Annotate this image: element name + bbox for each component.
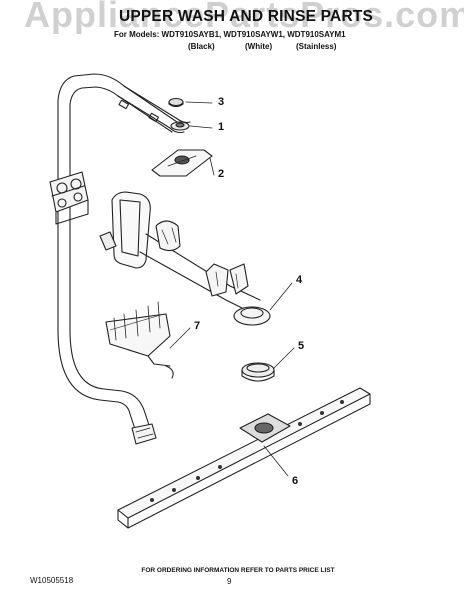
part-7-clip bbox=[105, 301, 174, 379]
tube-clamp bbox=[49, 171, 89, 225]
part-5-ring bbox=[241, 362, 275, 382]
callout-7: 7 bbox=[193, 320, 201, 332]
model-list: For Models: WDT910SAYB1, WDT910SAYW1, WD… bbox=[114, 30, 346, 39]
color-label-white: (White) bbox=[245, 42, 273, 51]
callout-1: 1 bbox=[217, 121, 225, 133]
ordering-note: FOR ORDERING INFORMATION REFER TO PARTS … bbox=[141, 567, 335, 574]
color-label-black: (Black) bbox=[188, 42, 215, 51]
document-id: W10505518 bbox=[30, 576, 74, 585]
part-1-hub bbox=[170, 121, 190, 131]
callout-4: 4 bbox=[295, 274, 303, 286]
part-4-manifold bbox=[99, 191, 271, 326]
color-label-stainless: (Stainless) bbox=[296, 42, 337, 51]
leader-lines bbox=[169, 101, 295, 477]
callout-6: 6 bbox=[291, 475, 299, 487]
part-2-bracket bbox=[151, 149, 213, 177]
callout-2: 2 bbox=[217, 168, 225, 180]
callout-5: 5 bbox=[297, 340, 305, 352]
part-6-spray-arm bbox=[117, 387, 371, 529]
page-title: UPPER WASH AND RINSE PARTS bbox=[118, 8, 374, 25]
part-3-cap bbox=[168, 97, 184, 108]
callout-3: 3 bbox=[217, 96, 225, 108]
supply-tube bbox=[57, 73, 181, 445]
watermark: AppliancePartsPros.com bbox=[24, 0, 464, 34]
page-number: 9 bbox=[227, 577, 232, 586]
